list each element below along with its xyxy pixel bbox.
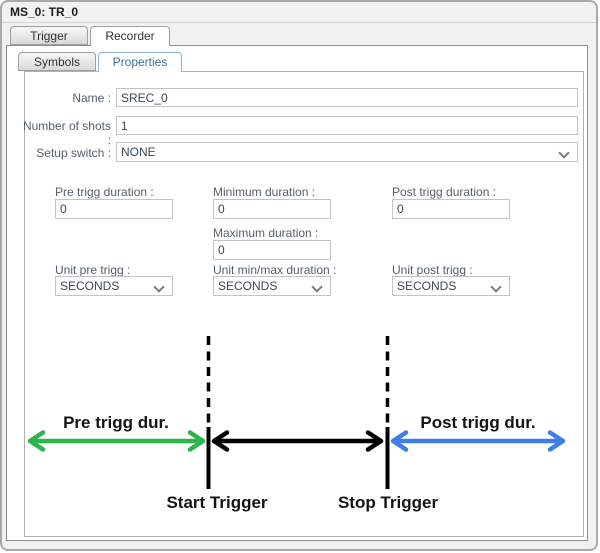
- setup-switch-label: Setup switch :: [36, 146, 111, 160]
- minimum-duration-input[interactable]: [213, 199, 331, 219]
- tab-trigger[interactable]: Trigger: [10, 26, 88, 45]
- unit-pre-trigg-label: Unit pre trigg :: [55, 263, 131, 277]
- title-separator: [2, 22, 596, 23]
- unit-post-trigg-label: Unit post trigg :: [392, 263, 473, 277]
- tab-properties[interactable]: Properties: [98, 52, 182, 72]
- window-title: MS_0: TR_0: [10, 5, 79, 19]
- minimum-duration-label: Minimum duration :: [213, 185, 316, 199]
- unit-post-trigg-value: SECONDS: [397, 279, 457, 293]
- setup-switch-value: NONE: [121, 145, 156, 159]
- post-trigg-duration-input[interactable]: [392, 199, 510, 219]
- unit-pre-trigg-select[interactable]: SECONDS: [55, 276, 173, 296]
- tab-symbols[interactable]: Symbols: [18, 52, 96, 71]
- name-input[interactable]: [116, 88, 578, 107]
- setup-switch-select[interactable]: NONE: [116, 142, 578, 162]
- chevron-down-icon: [558, 147, 570, 159]
- number-of-shots-label: Number of shots :: [22, 119, 111, 147]
- unit-minmax-duration-label: Unit min/max duration :: [213, 263, 337, 277]
- name-label: Name :: [72, 91, 111, 105]
- chevron-down-icon: [153, 281, 165, 293]
- pre-trigg-duration-label: Pre trigg duration :: [55, 185, 154, 199]
- unit-minmax-duration-value: SECONDS: [218, 279, 278, 293]
- number-of-shots-input[interactable]: [116, 116, 578, 135]
- maximum-duration-label: Maximum duration :: [213, 226, 319, 240]
- unit-minmax-duration-select[interactable]: SECONDS: [213, 276, 331, 296]
- chevron-down-icon: [311, 281, 323, 293]
- pre-trigg-duration-input[interactable]: [55, 199, 173, 219]
- chevron-down-icon: [490, 281, 502, 293]
- tab-recorder[interactable]: Recorder: [90, 26, 170, 46]
- post-trigg-duration-label: Post trigg duration :: [392, 185, 497, 199]
- unit-pre-trigg-value: SECONDS: [60, 279, 120, 293]
- maximum-duration-input[interactable]: [213, 240, 331, 260]
- unit-post-trigg-select[interactable]: SECONDS: [392, 276, 510, 296]
